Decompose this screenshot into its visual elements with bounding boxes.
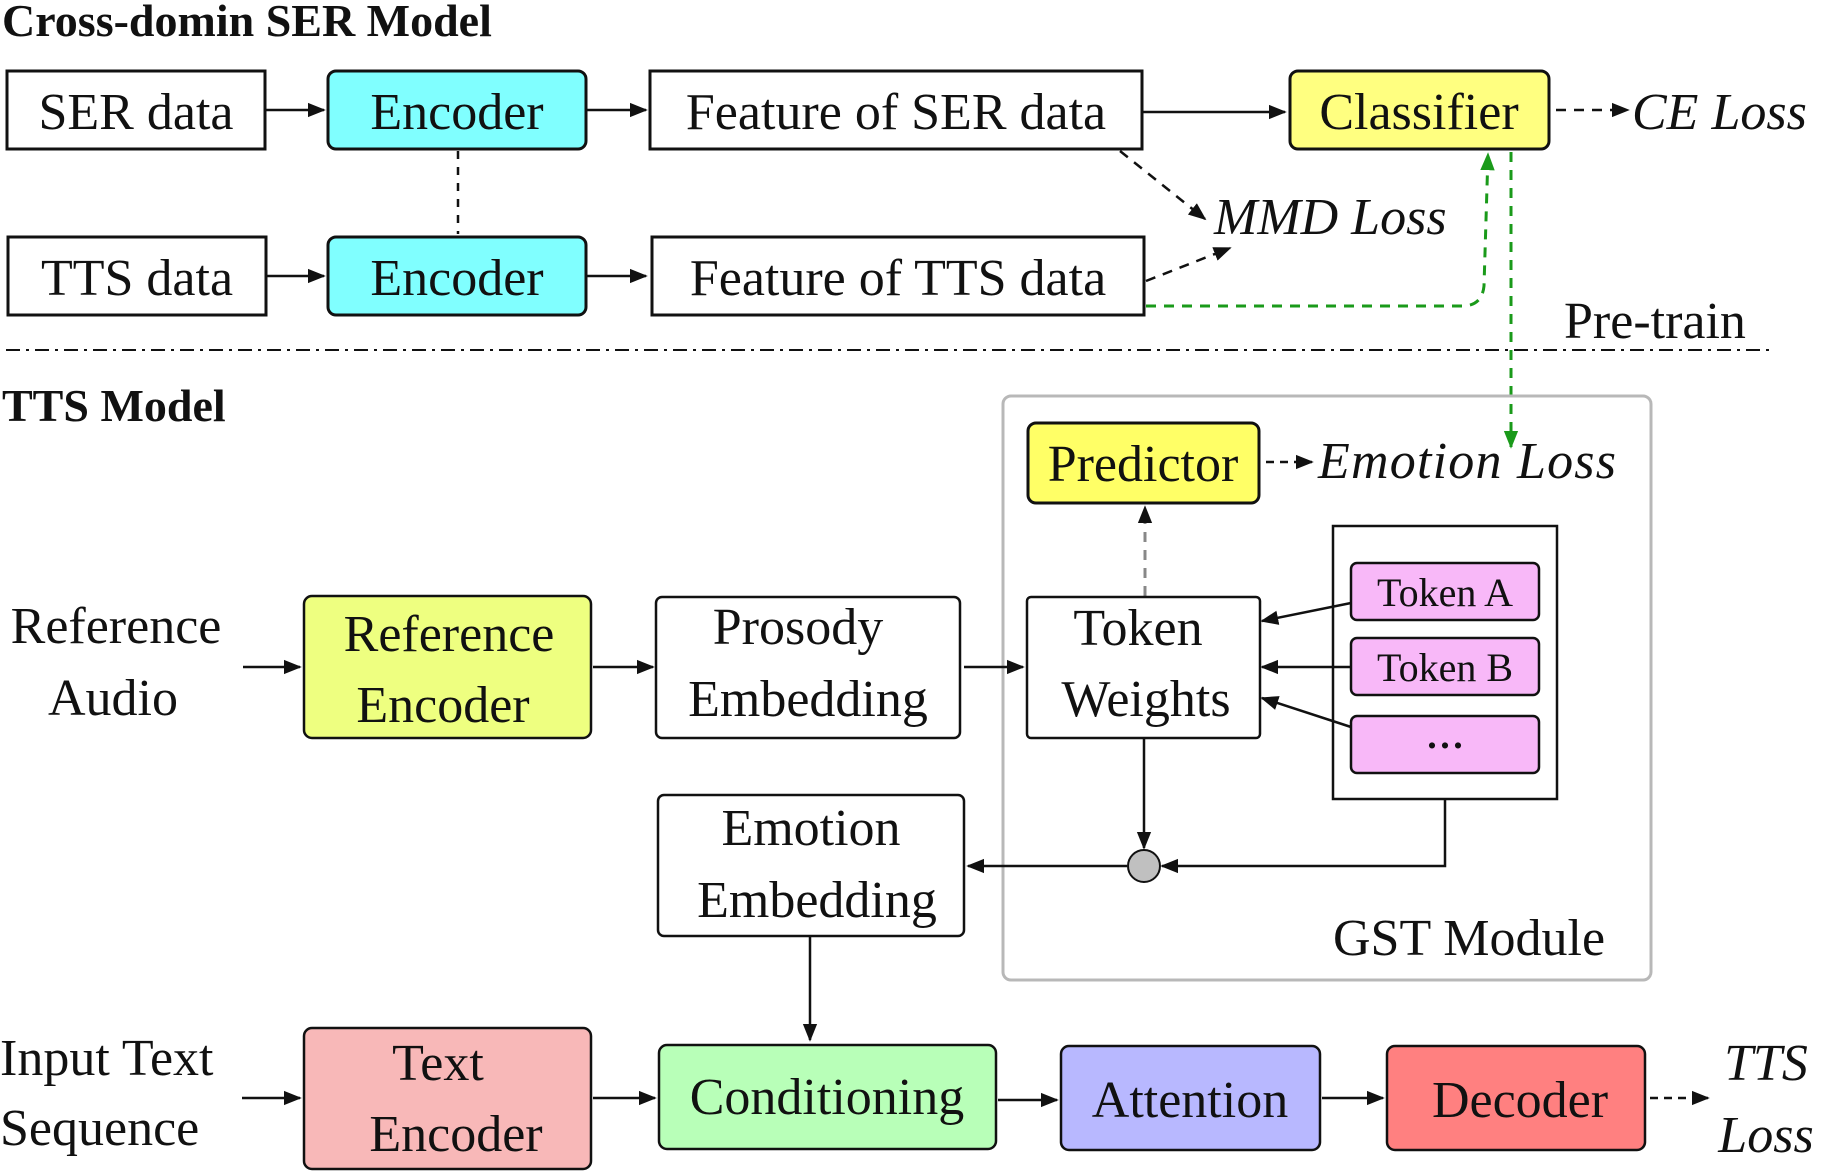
gst-module-frame: [1001, 394, 1653, 982]
conditioning-box: Conditioning: [657, 1043, 998, 1151]
ce-loss-label: CE Loss: [1632, 84, 1807, 141]
token-weights-box: Token Weights: [1025, 595, 1262, 740]
gst-module-label: GST Module: [1333, 910, 1605, 967]
arrow-tokenmore-weights: [1260, 696, 1352, 729]
encoder-top-box: Encoder: [326, 69, 588, 151]
encoder-top-label: Encoder: [370, 84, 543, 141]
emotion-embedding-box: Emotion Embedding: [656, 793, 966, 938]
decoder-box: Decoder: [1385, 1044, 1647, 1152]
input-text-label-1: Input Text: [0, 1030, 214, 1087]
pretrain-label: Pre-train: [1564, 293, 1746, 350]
feature-tts-label: Feature of TTS data: [690, 250, 1106, 307]
token-a-label: Token A: [1377, 570, 1513, 615]
attention-label: Attention: [1092, 1072, 1288, 1129]
decoder-label: Decoder: [1432, 1072, 1608, 1129]
feature-ser-label: Feature of SER data: [686, 84, 1106, 141]
tts-data-label: TTS data: [41, 250, 233, 307]
text-encoder-box: Text Encoder: [302, 1026, 593, 1171]
arrow-featuretts-mmd: [1145, 246, 1232, 283]
tts-section-title: TTS Model: [2, 380, 226, 431]
arrow-tokenbank-combine: [1160, 799, 1447, 874]
mmd-loss-label: MMD Loss: [1213, 189, 1447, 246]
combine-node: [1127, 849, 1161, 883]
arrow-featureser-mmd: [1119, 150, 1207, 221]
token-b-label: Token B: [1377, 645, 1513, 690]
input-text-label-2: Sequence: [0, 1100, 199, 1157]
reference-encoder-label-2: Encoder: [356, 677, 529, 734]
token-b-box: Token B: [1349, 636, 1541, 697]
reference-encoder-box: Reference Encoder: [302, 594, 593, 740]
reference-audio-label-2: Audio: [48, 670, 178, 727]
predictor-box: Predictor: [1026, 421, 1261, 505]
classifier-box: Classifier: [1288, 69, 1551, 151]
emotion-embedding-label-1: Emotion: [721, 800, 900, 857]
ser-data-box: SER data: [5, 69, 267, 151]
reference-audio-label-1: Reference: [11, 598, 222, 655]
ser-section-title: Cross-domin SER Model: [2, 0, 492, 46]
conditioning-label: Conditioning: [690, 1069, 964, 1126]
token-a-box: Token A: [1349, 561, 1541, 622]
token-more-label: ...: [1426, 703, 1465, 760]
predictor-label: Predictor: [1048, 436, 1239, 493]
token-weights-label-1: Token: [1073, 600, 1202, 657]
feature-tts-box: Feature of TTS data: [650, 235, 1146, 317]
prosody-embedding-label-1: Prosody: [713, 599, 883, 656]
emotion-loss-label: Emotion Loss: [1317, 433, 1616, 490]
tts-data-box: TTS data: [6, 235, 268, 317]
token-more-box: ...: [1349, 703, 1541, 775]
classifier-label: Classifier: [1319, 84, 1518, 141]
attention-box: Attention: [1059, 1044, 1322, 1152]
text-encoder-label-2: Encoder: [369, 1106, 542, 1163]
feature-ser-box: Feature of SER data: [648, 69, 1144, 151]
token-weights-label-2: Weights: [1061, 671, 1230, 728]
encoder-bottom-label: Encoder: [370, 250, 543, 307]
ser-data-label: SER data: [39, 84, 234, 141]
encoder-bottom-box: Encoder: [326, 235, 588, 317]
tts-loss-label-2: Loss: [1717, 1107, 1813, 1164]
tts-loss-label-1: TTS: [1724, 1035, 1808, 1092]
emotion-embedding-label-2: Embedding: [697, 872, 937, 929]
prosody-embedding-label-2: Embedding: [688, 671, 928, 728]
arrow-tokena-weights: [1260, 601, 1352, 625]
reference-encoder-label-1: Reference: [344, 606, 555, 663]
green-arrow-featuretts-classifier: [1146, 152, 1495, 308]
text-encoder-label-1: Text: [392, 1035, 484, 1092]
prosody-embedding-box: Prosody Embedding: [654, 595, 962, 740]
